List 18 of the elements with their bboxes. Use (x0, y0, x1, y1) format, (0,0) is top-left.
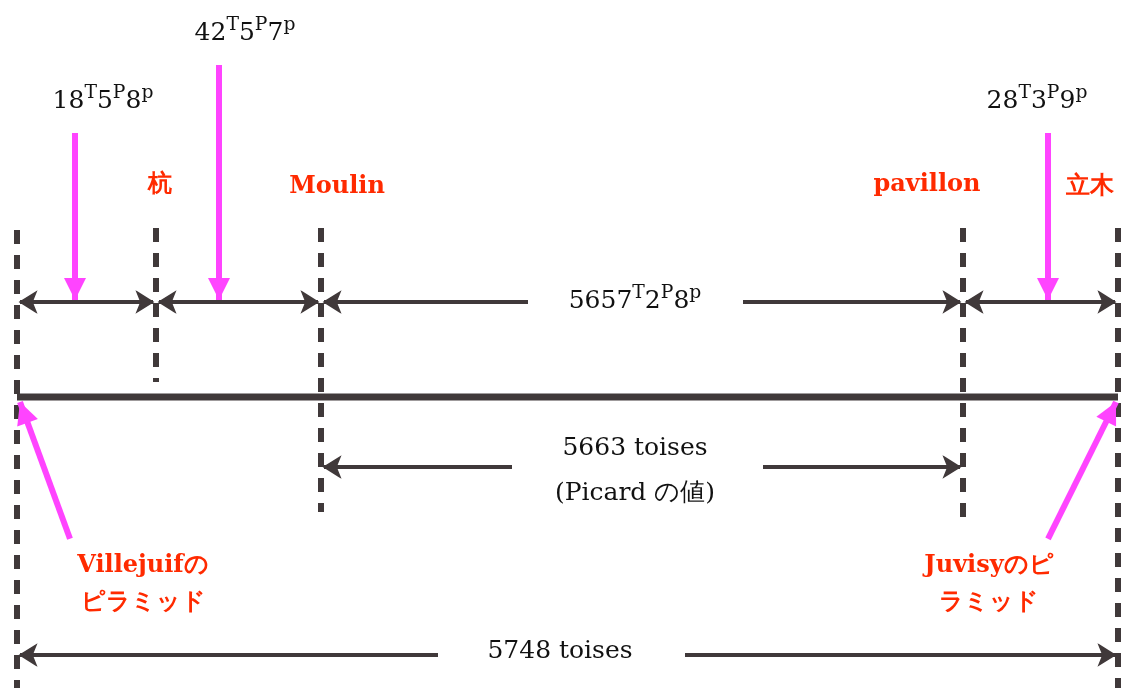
arrow (1045, 400, 1119, 541)
arrow (64, 133, 86, 300)
arrow (208, 65, 230, 300)
place-label: 立木 (1066, 170, 1114, 200)
place-label: Moulin (289, 170, 385, 200)
pyramid-label: Juvisyのピラミッド (914, 544, 1064, 620)
pyramid-label: Villejuifのピラミッド (68, 544, 218, 620)
measurement-label: 18$^{T}$5$^{P}$8$^{p}$ (52, 85, 154, 115)
dimension-label: 5748 toises (487, 635, 633, 665)
dimension-label: 5657$^{T}$2$^{P}$8$^{p}$ (568, 285, 702, 315)
measurement-label: 42$^{T}$5$^{P}$7$^{p}$ (194, 17, 296, 47)
dimension-label: 5663 toises (562, 432, 708, 462)
place-label: 杭 (148, 168, 172, 198)
arrow (17, 400, 73, 540)
measurement-label: 28$^{T}$3$^{P}$9$^{p}$ (986, 85, 1088, 115)
arrow (1037, 133, 1059, 300)
place-label: pavillon (873, 168, 981, 198)
dimension-label: (Picard の値) (554, 477, 716, 507)
